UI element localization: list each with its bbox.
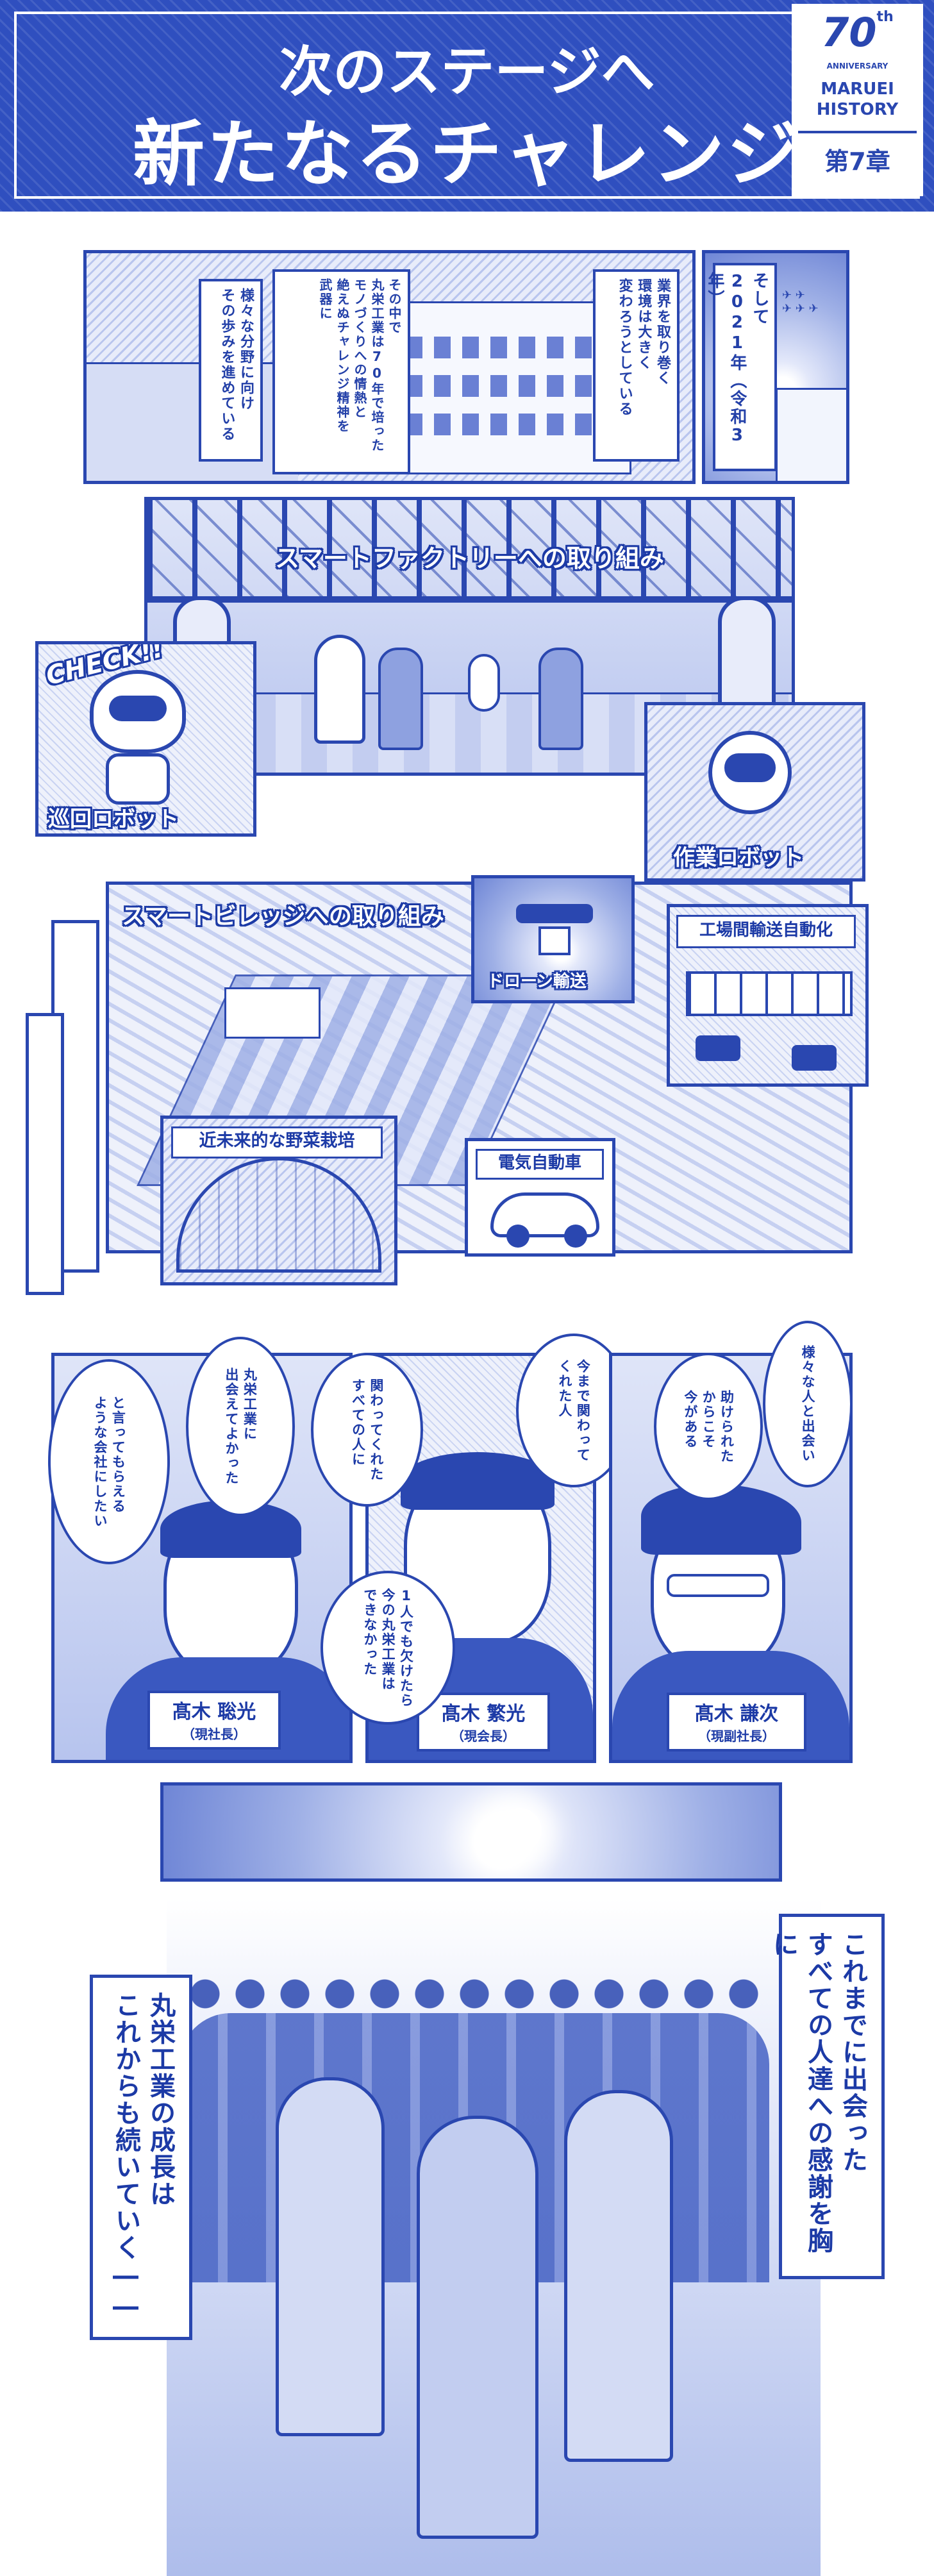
worker-robot-icon xyxy=(314,635,365,744)
president-bubble-a: と言ってもらえる ような会社にしたい xyxy=(48,1359,170,1564)
worker-figure-2-icon xyxy=(538,648,583,750)
panel-work-robot: 作業ロボット xyxy=(644,702,865,882)
anniversary-sub: th xyxy=(876,9,894,25)
ev-label: 電気自動車 xyxy=(476,1149,604,1180)
anniversary-number: 70 xyxy=(821,9,877,56)
panel-drone: ドローン輸送 xyxy=(471,875,635,1003)
vice-president-name: 髙木 謙次 xyxy=(694,1703,779,1725)
sun-icon xyxy=(497,1808,542,1853)
village-building xyxy=(224,987,321,1039)
ceiling-truss xyxy=(147,500,792,603)
page-title-line1: 次のステージへ xyxy=(279,40,655,103)
leader-figure-right xyxy=(564,2090,673,2462)
smart-factory-title: スマートファクトリーへの取り組み xyxy=(275,544,664,573)
sky-clouds xyxy=(163,1786,779,1878)
chapter-badge: 70th ANNIVERSARY MARUEI HISTORY 第7章 xyxy=(792,4,923,196)
panel-vice-president: 髙木 謙次 （現副社長） xyxy=(609,1353,853,1763)
building-side xyxy=(87,362,298,481)
badge-chapter: 第7章 xyxy=(798,131,917,187)
chairman-name: 髙木 繁光 xyxy=(441,1703,526,1725)
chairman-hair xyxy=(401,1452,555,1510)
chairman-bubble-a: 関わってくれた すべての人に xyxy=(311,1353,423,1507)
narration-growth: 丸栄工業の成長は これからも続いていく―― xyxy=(90,1975,192,2340)
president-role: （現社長） xyxy=(182,1727,246,1742)
patrol-robot-label: 巡回ロボット xyxy=(48,807,179,832)
work-robot-visor xyxy=(724,753,776,782)
header-banner: 次のステージへ 新たなるチャレンジ 70th ANNIVERSARY MARUE… xyxy=(0,0,934,212)
crowd-heads xyxy=(186,1968,763,2020)
agv-icon-2 xyxy=(792,1045,837,1071)
drone-label: ドローン輸送 xyxy=(487,972,587,991)
agv-icon-1 xyxy=(696,1035,740,1061)
ev-wheel-icon-2 xyxy=(564,1225,587,1248)
panel-patrol-robot: CHECK!! 巡回ロボット xyxy=(35,641,256,837)
vice-president-nameplate: 髙木 謙次 （現副社長） xyxy=(667,1693,806,1752)
narration-monozukuri: その中で 丸栄工業は70年で培った モノづくりへの情熱と 絶えぬチャレンジ精神を… xyxy=(272,269,410,474)
narration-2021: そして 2021年（令和3年） xyxy=(705,263,777,471)
work-robot-label: 作業ロボット xyxy=(673,845,804,871)
badge-brand: MARUEI xyxy=(821,79,894,99)
worker-figure-icon xyxy=(378,648,423,750)
panel-building: その中で 丸栄工業は70年で培った モノづくりへの情熱と 絶えぬチャレンジ精神を… xyxy=(83,250,696,484)
narration-industry: 業界を取り巻く 環境は大きく 変わろうとしている xyxy=(593,269,680,462)
chairman-bubble-c: 1人でも欠けたら 今の丸栄工業は できなかった xyxy=(321,1571,455,1725)
drone-package-icon xyxy=(538,926,571,955)
small-robot-icon xyxy=(468,654,500,712)
smart-village-title: スマートビレッジへの取り組み xyxy=(122,903,444,930)
side-strip-2 xyxy=(26,1013,64,1295)
leader-figure-center xyxy=(417,2116,538,2539)
chairman-nameplate: 髙木 繁光 （現会長） xyxy=(417,1693,550,1752)
vegetable-label: 近未来的な野菜栽培 xyxy=(171,1126,383,1158)
president-nameplate: 髙木 聡光 （現社長） xyxy=(147,1691,281,1750)
ev-wheel-icon-1 xyxy=(506,1225,530,1248)
president-name: 髙木 聡光 xyxy=(172,1701,256,1723)
panel-2021: ✈ ✈✈ ✈ ✈ そして 2021年（令和3年） xyxy=(702,250,849,484)
glasses-icon xyxy=(667,1574,769,1597)
jet-formation-icon: ✈ ✈✈ ✈ ✈ xyxy=(782,289,819,315)
transport-label: 工場間輸送自動化 xyxy=(676,915,856,948)
leader-figure-left xyxy=(276,2077,385,2436)
conveyor-icon xyxy=(686,971,853,1016)
city-silhouette xyxy=(776,388,846,481)
vice-president-bubble-b: 様々な人と出会い xyxy=(763,1321,853,1487)
badge-history: HISTORY xyxy=(816,100,899,119)
vice-president-role: （現副社長） xyxy=(698,1728,775,1744)
narration-paths: 様々な分野に向け その歩みを進めている xyxy=(199,279,263,462)
president-bubble-b: 丸栄工業に 出会えてよかった xyxy=(186,1337,295,1516)
chairman-role: （現会長） xyxy=(451,1728,515,1744)
panel-vegetable: 近未来的な野菜栽培 xyxy=(160,1116,397,1285)
patrol-robot-visor xyxy=(109,696,167,721)
anniversary-logo: 70th xyxy=(792,9,923,67)
narration-gratitude: これまでに出会った すべての人達への感謝を胸に xyxy=(769,1914,885,2279)
patrol-robot-body xyxy=(106,753,170,805)
page-title-line2: 新たなるチャレンジ xyxy=(133,113,801,196)
panel-ev: 電気自動車 xyxy=(465,1138,615,1257)
vice-president-bubble-a: 助けられた からこそ 今がある xyxy=(654,1353,763,1500)
anniversary-word: ANNIVERSARY xyxy=(826,62,888,71)
drone-icon xyxy=(516,904,593,923)
panel-transport: 工場間輸送自動化 xyxy=(667,904,869,1087)
panel-sky xyxy=(160,1782,782,1882)
